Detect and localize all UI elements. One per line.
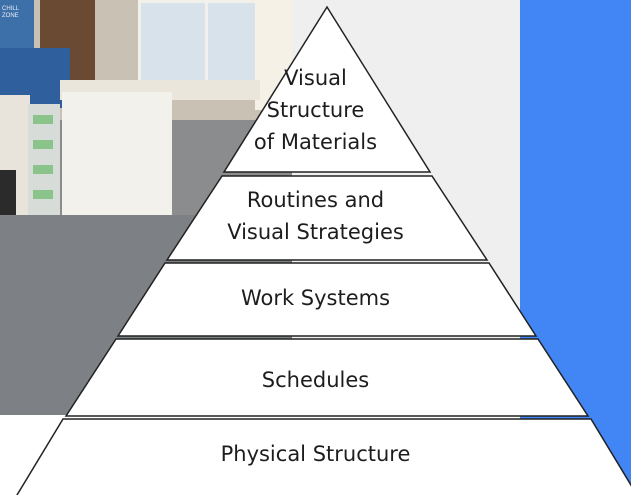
pyramid-level-2-label: Routines and Visual Strategies <box>0 184 631 248</box>
level-1-line-2: Structure <box>266 98 365 122</box>
level-1-line-3: of Materials <box>253 130 378 154</box>
level-2-line-2: Visual Strategies <box>227 220 404 244</box>
pyramid-level-4-shape <box>64 338 590 417</box>
pyramid-level-3-label: Work Systems <box>0 282 631 314</box>
level-2-line-1: Routines and <box>246 188 385 212</box>
level-5-line-1: Physical Structure <box>220 442 411 466</box>
level-4-line-1: Schedules <box>261 368 370 392</box>
level-1-line-1: Visual <box>284 66 347 90</box>
pyramid-level-2-shape <box>165 175 489 261</box>
chill-zone-sign: CHILL ZONE <box>2 6 19 19</box>
pyramid-level-1-shape <box>222 5 432 173</box>
pyramid-level-3-shape <box>116 262 538 337</box>
level-3-line-1: Work Systems <box>240 286 391 310</box>
pyramid-level-5-label: Physical Structure <box>0 438 631 470</box>
pyramid-level-1-label: Visual Structure of Materials <box>0 62 631 158</box>
pyramid-level-5-shape <box>16 418 631 495</box>
pyramid-level-4-label: Schedules <box>0 364 631 396</box>
